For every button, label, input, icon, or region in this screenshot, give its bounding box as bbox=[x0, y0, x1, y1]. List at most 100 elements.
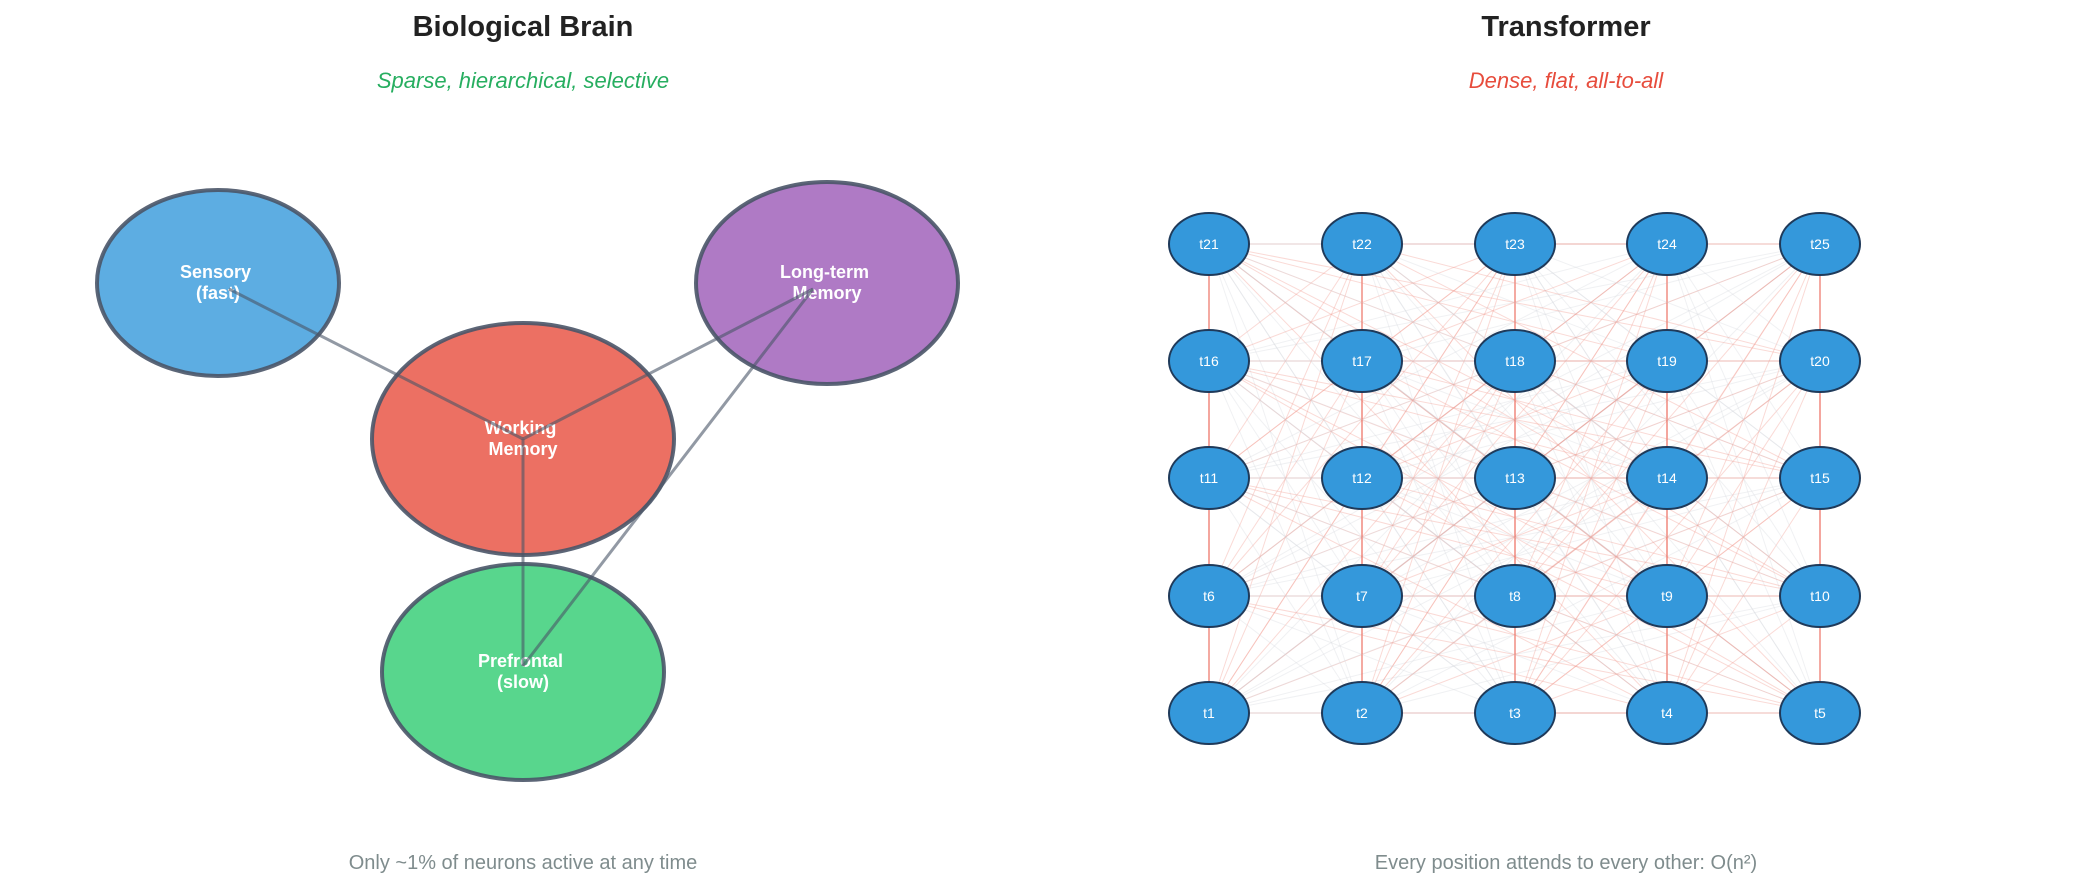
attention-edge bbox=[1666, 360, 1821, 714]
attention-edge bbox=[1666, 243, 1821, 479]
attention-edge bbox=[1208, 360, 1363, 597]
attention-edge bbox=[1361, 477, 1821, 597]
token-label: t6 bbox=[1203, 588, 1215, 604]
token-circle bbox=[1168, 329, 1250, 393]
token-label: t22 bbox=[1352, 236, 1372, 252]
connection-longterm-prefrontal bbox=[521, 288, 815, 667]
attention-edge bbox=[1514, 360, 1668, 597]
token-circle bbox=[1168, 446, 1250, 510]
attention-edge bbox=[1361, 243, 1821, 479]
brain-title: Biological Brain bbox=[413, 11, 634, 43]
attention-edge bbox=[1208, 477, 1821, 597]
attention-edge bbox=[1514, 477, 1821, 597]
token-node: t22 bbox=[1321, 212, 1403, 276]
attention-edge bbox=[1208, 477, 1668, 714]
token-label: t21 bbox=[1199, 236, 1219, 252]
attention-edge bbox=[1208, 360, 1668, 479]
token-circle bbox=[1168, 212, 1250, 276]
token-node: t14 bbox=[1626, 446, 1708, 510]
attention-edge bbox=[1666, 243, 1821, 597]
token-circle bbox=[1474, 212, 1556, 276]
attention-edge bbox=[1361, 477, 1668, 597]
token-label: t2 bbox=[1356, 705, 1368, 721]
attention-edge bbox=[1361, 360, 1821, 479]
attention-edge bbox=[1361, 243, 1821, 362]
attention-edge bbox=[1208, 243, 1516, 362]
attention-edge bbox=[1361, 360, 1821, 597]
attention-edge bbox=[1208, 243, 1668, 714]
token-label: t19 bbox=[1657, 353, 1677, 369]
attention-edge bbox=[1361, 243, 1516, 597]
attention-edge bbox=[1361, 477, 1821, 714]
attention-edge bbox=[1208, 243, 1668, 597]
token-label: t16 bbox=[1199, 353, 1219, 369]
brain-caption: Only ~1% of neurons active at any time bbox=[349, 852, 698, 874]
token-label: t8 bbox=[1509, 588, 1521, 604]
token-node: t20 bbox=[1779, 329, 1861, 393]
attention-edge bbox=[1208, 477, 1363, 714]
region-longterm bbox=[694, 180, 960, 386]
attention-edge bbox=[1514, 360, 1668, 597]
token-node: t11 bbox=[1168, 446, 1250, 510]
token-label: t17 bbox=[1352, 353, 1372, 369]
token-node: t10 bbox=[1779, 564, 1861, 628]
attention-edge bbox=[1361, 243, 1821, 597]
token-circle bbox=[1321, 329, 1403, 393]
attention-edge bbox=[1208, 360, 1821, 479]
attention-edge bbox=[1361, 360, 1516, 597]
attention-edge bbox=[1208, 360, 1363, 714]
connection-sensory-working bbox=[228, 287, 524, 441]
attention-edge bbox=[1361, 360, 1821, 479]
token-circle bbox=[1168, 681, 1250, 745]
attention-edge bbox=[1514, 243, 1668, 597]
token-circle bbox=[1168, 564, 1250, 628]
attention-edge bbox=[1361, 243, 1821, 597]
connection-longterm-working bbox=[522, 287, 814, 441]
attention-edge bbox=[1208, 595, 1516, 714]
region-sensory bbox=[95, 188, 341, 378]
attention-edge bbox=[1208, 243, 1363, 714]
attention-edge bbox=[1208, 477, 1516, 597]
attention-edge bbox=[1208, 360, 1668, 597]
attention-edge bbox=[1208, 243, 1668, 362]
token-node: t18 bbox=[1474, 329, 1556, 393]
attention-edge bbox=[1361, 360, 1821, 597]
attention-edge bbox=[1666, 477, 1821, 714]
token-node: t23 bbox=[1474, 212, 1556, 276]
attention-edge bbox=[1208, 243, 1363, 479]
token-node: t15 bbox=[1779, 446, 1861, 510]
token-node: t21 bbox=[1168, 212, 1250, 276]
attention-edge bbox=[1361, 243, 1821, 362]
brain-panel: Biological Brain Sparse, hierarchical, s… bbox=[95, 11, 960, 874]
attention-edge bbox=[1361, 360, 1516, 597]
attention-edge bbox=[1514, 243, 1821, 362]
attention-edge bbox=[1514, 595, 1821, 714]
token-label: t4 bbox=[1661, 705, 1673, 721]
attention-edge bbox=[1666, 477, 1821, 714]
brain-connections bbox=[228, 287, 815, 667]
attention-edge bbox=[1208, 595, 1668, 714]
attention-edge bbox=[1208, 243, 1668, 714]
attention-edge bbox=[1361, 595, 1668, 714]
attention-edge bbox=[1208, 243, 1363, 714]
attention-edge bbox=[1208, 243, 1668, 479]
attention-edge bbox=[1208, 360, 1668, 714]
attention-edge bbox=[1361, 360, 1668, 479]
attention-edge bbox=[1666, 360, 1821, 597]
token-circle bbox=[1626, 329, 1708, 393]
token-label: t23 bbox=[1505, 236, 1525, 252]
attention-edge bbox=[1208, 243, 1821, 362]
attention-edge bbox=[1208, 243, 1668, 597]
token-circle bbox=[1474, 446, 1556, 510]
token-circle bbox=[1779, 212, 1861, 276]
attention-edge bbox=[1361, 477, 1821, 714]
brain-subtitle: Sparse, hierarchical, selective bbox=[377, 68, 669, 93]
token-node: t1 bbox=[1168, 681, 1250, 745]
token-label: t24 bbox=[1657, 236, 1677, 252]
token-label: t12 bbox=[1352, 470, 1372, 486]
attention-edge bbox=[1208, 243, 1363, 597]
region-label-sensory: Sensory (fast) bbox=[180, 262, 256, 303]
token-circle bbox=[1779, 681, 1861, 745]
attention-edge bbox=[1361, 595, 1821, 714]
